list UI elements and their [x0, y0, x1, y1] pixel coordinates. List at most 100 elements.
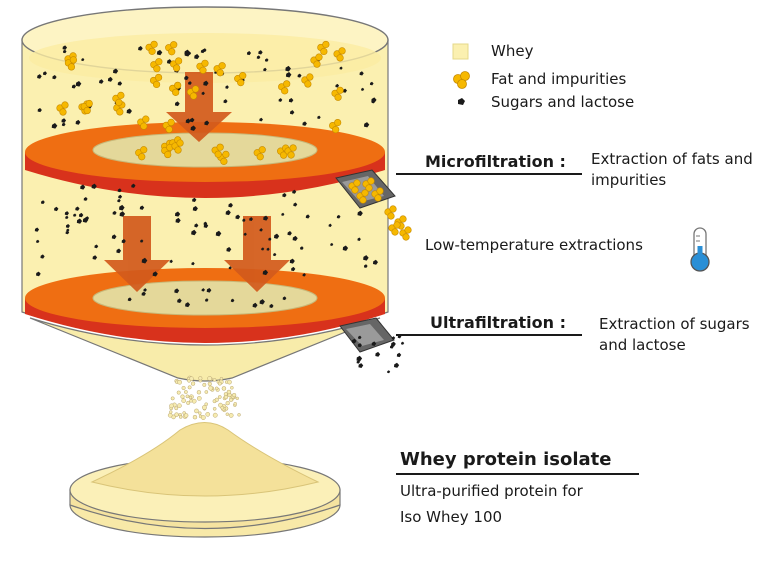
sugar-particle	[119, 204, 125, 211]
sugar-particle	[369, 81, 374, 86]
fat-droplet	[334, 118, 342, 127]
sugar-particle	[185, 302, 191, 308]
fat-droplet	[167, 118, 175, 127]
sugar-particle	[205, 298, 209, 302]
sugar-particle	[201, 91, 205, 95]
powder-particle	[169, 403, 174, 409]
powder-particle	[183, 413, 189, 418]
sugar-particle	[363, 264, 368, 268]
fat-droplet	[393, 221, 401, 229]
fat-droplet	[359, 196, 367, 204]
sugar-particle	[34, 227, 40, 232]
sugar-particle	[223, 99, 228, 104]
sugar-particle	[61, 118, 67, 123]
microfiltration-disc	[25, 122, 385, 198]
sugar-particle	[42, 71, 47, 76]
tank-particles	[34, 40, 379, 308]
sugar-particle	[37, 107, 42, 113]
flow-arrow-icon	[166, 72, 232, 142]
fat-droplet	[336, 54, 344, 62]
powder-particle	[187, 379, 191, 383]
powder-particle	[181, 385, 186, 391]
powder-particle	[232, 392, 237, 398]
fat-droplet	[175, 57, 183, 65]
microfiltration-rule	[396, 173, 582, 175]
powder-particle	[230, 385, 234, 390]
sugar-particle	[203, 223, 209, 228]
fat-droplet	[353, 179, 361, 187]
sugar-particle	[372, 259, 379, 265]
sugar-particle	[65, 215, 69, 219]
sugar-particle	[111, 234, 117, 240]
sugar-particle	[75, 119, 81, 125]
sugar-particle	[215, 230, 222, 237]
sugar-particle	[317, 115, 321, 120]
sugar-particle	[119, 211, 126, 217]
powder-particle	[205, 412, 211, 417]
sugar-particle	[152, 271, 158, 277]
fat-droplet	[115, 98, 123, 106]
powder-particle	[214, 386, 219, 391]
sugar-particle	[357, 343, 362, 348]
fat-droplet	[83, 106, 91, 115]
fat-droplet	[367, 177, 375, 185]
sugar-particle	[242, 218, 246, 222]
sugar-particle	[226, 246, 232, 252]
powder-particle	[194, 408, 199, 414]
sugar-particle	[363, 122, 370, 128]
sugar-particle	[62, 49, 67, 54]
sugar-particle	[228, 266, 232, 270]
sugar-particle	[37, 74, 42, 79]
sugar-particle	[185, 118, 191, 124]
fat-droplet	[189, 92, 198, 100]
fat-droplet	[140, 146, 148, 154]
expelled-particles	[348, 177, 412, 374]
microfiltration-desc-line1: Extraction of fats and	[591, 150, 753, 168]
sugar-particle	[359, 71, 364, 76]
powder-particle	[204, 402, 208, 407]
sugar-particle	[297, 73, 302, 78]
powder-particle	[186, 400, 191, 405]
powder-particle	[223, 395, 229, 400]
powder-particle	[191, 398, 197, 404]
sugar-particle	[371, 341, 377, 346]
sugar-particle	[177, 298, 182, 303]
powder-particle	[187, 385, 192, 390]
powder-particle	[225, 401, 230, 406]
microfiltration-title: Microfiltration :	[425, 152, 566, 171]
powder-particle	[189, 399, 193, 403]
sugar-particle	[235, 214, 241, 220]
fat-droplet	[176, 139, 184, 147]
fat-droplet	[174, 146, 182, 154]
powder-particle	[226, 389, 232, 395]
sugar-particle	[263, 67, 267, 72]
sugar-particle	[192, 197, 197, 203]
fat-droplet	[148, 47, 156, 55]
fat-droplet	[150, 40, 158, 48]
sugar-particle	[40, 254, 45, 259]
powder-particle	[200, 415, 206, 420]
result-title: Whey protein isolate	[400, 449, 612, 470]
sugar-particle	[36, 271, 41, 277]
sugar-particle	[131, 183, 136, 188]
fat-droplet	[172, 88, 180, 96]
sugar-particle	[336, 214, 341, 219]
powder-particle	[217, 395, 222, 399]
sugar-particle	[278, 98, 283, 102]
sugar-particle	[190, 125, 196, 131]
sugar-particle	[36, 239, 40, 244]
fat-droplet	[306, 73, 314, 81]
sugar-particle	[121, 239, 126, 244]
powder-particle	[217, 381, 222, 386]
fat-droplet	[239, 72, 247, 80]
sugar-particle	[184, 75, 189, 81]
powder-particle	[167, 412, 173, 418]
powder-particle	[212, 412, 218, 418]
sugar-particle	[285, 65, 291, 72]
sugar-particle	[194, 223, 199, 228]
powder-particle	[220, 405, 225, 410]
fat-droplet	[218, 62, 226, 70]
sugar-particle	[127, 297, 132, 302]
